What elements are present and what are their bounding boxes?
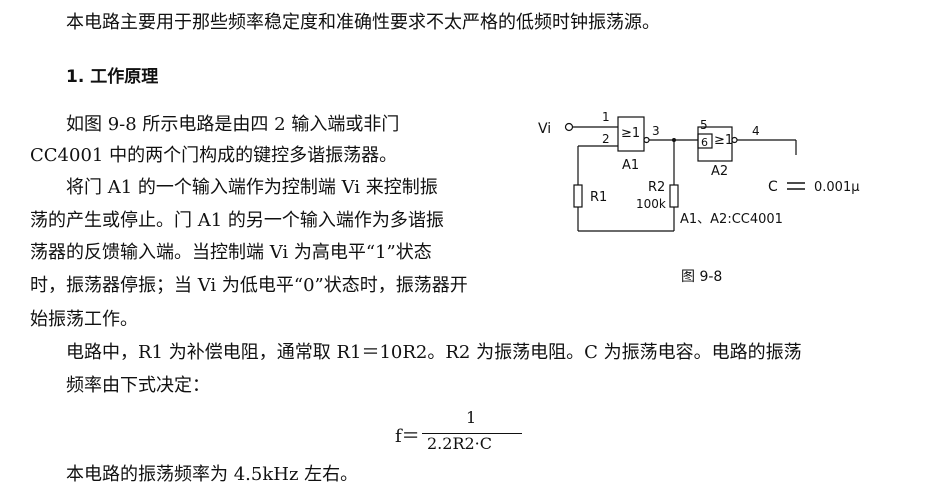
label-a1: A1 <box>622 158 639 173</box>
resistor-r1 <box>573 184 583 208</box>
label-a2: A2 <box>711 164 728 179</box>
gate-a1-bubble <box>643 136 650 144</box>
formula-numerator: 1 <box>466 408 477 427</box>
gate-a1 <box>617 116 645 152</box>
label-pin1: 1 <box>602 110 610 124</box>
formula-denominator: 2.2R2·C <box>427 434 492 453</box>
paragraph-2-line-1: 将门 A1 的一个输入端作为控制端 Vi 来控制振 <box>66 177 438 198</box>
label-pin4: 4 <box>752 124 760 138</box>
label-vi: Vi <box>538 121 551 137</box>
label-r2-value: 100k <box>636 197 666 211</box>
paragraph-2-line-2: 荡的产生或停止。门 A1 的另一个输入端作为多谐振 <box>30 210 444 231</box>
label-c-value: 0.001μ <box>814 180 860 195</box>
label-ic: A1、A2:CC4001 <box>680 212 783 227</box>
label-r1: R1 <box>590 190 607 205</box>
paragraph-1-line-2: CC4001 中的两个门构成的键控多谐振荡器。 <box>30 145 398 166</box>
gate-a2-input-box <box>697 133 713 149</box>
junction-dot <box>672 138 676 142</box>
section-heading: 1. 工作原理 <box>66 67 159 87</box>
formula-fraction-bar <box>422 433 522 434</box>
label-r2: R2 <box>648 180 665 195</box>
label-pin6: 6 <box>701 136 708 149</box>
circuit-diagram: Vi 1 2 3 5 6 4 ≥1 ≥1 A1 A2 R1 R2 100k C … <box>538 110 860 232</box>
gate-a1-symbol: ≥1 <box>621 126 640 141</box>
label-pin3: 3 <box>652 124 660 138</box>
paragraph-3-line-2: 频率由下式决定： <box>66 375 210 396</box>
resistor-r2 <box>669 184 679 208</box>
formula-lhs: f＝ <box>395 426 420 447</box>
vi-terminal <box>564 122 574 132</box>
intro-text: 本电路主要用于那些频率稳定度和准确性要求不太严格的低频时钟振荡源。 <box>66 12 660 33</box>
paragraph-2-line-4: 时，振荡器停振；当 Vi 为低电平“0”状态时，振荡器开 <box>30 275 468 296</box>
gate-a2-symbol: ≥1 <box>714 133 733 148</box>
paragraph-2-line-3: 荡器的反馈输入端。当控制端 Vi 为高电平“1”状态 <box>30 242 432 263</box>
paragraph-1-line-1: 如图 9-8 所示电路是由四 2 输入端或非门 <box>66 114 400 135</box>
label-pin5: 5 <box>700 118 708 132</box>
frequency-formula: f＝ 1 2.2R2·C <box>395 408 535 458</box>
paragraph-4: 本电路的振荡频率为 4.5kHz 左右。 <box>66 464 359 485</box>
label-c: C <box>768 179 778 195</box>
label-pin2: 2 <box>602 132 610 146</box>
paragraph-2-line-5: 始振荡工作。 <box>30 309 138 330</box>
paragraph-3-line-1: 电路中，R1 为补偿电阻，通常取 R1＝10R2。R2 为振荡电阻。C 为振荡电… <box>66 342 802 363</box>
figure-caption: 图 9-8 <box>681 269 723 285</box>
